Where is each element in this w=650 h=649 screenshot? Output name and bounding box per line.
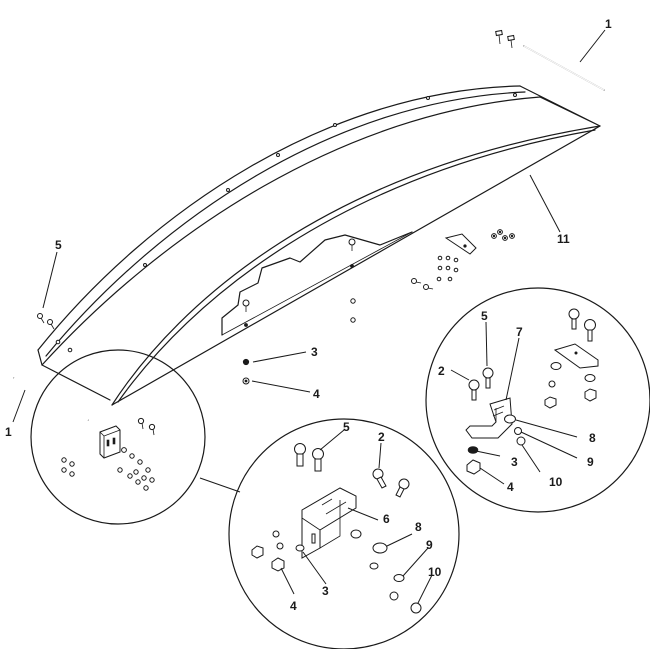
callout-3-bottom: 3: [322, 584, 329, 598]
callout-8-bottom: 8: [415, 520, 422, 534]
hole-icon: [350, 264, 354, 268]
washer-icon: [548, 380, 556, 388]
washer-icon: [276, 542, 284, 550]
washer-icon: [242, 358, 250, 366]
callout-11: 11: [557, 232, 570, 246]
rod-left: [13, 376, 89, 422]
rim-hole: [226, 188, 230, 192]
bolt-icon: [568, 308, 580, 330]
rim-hole: [426, 96, 430, 100]
callout-5-bottom: 5: [343, 420, 350, 434]
bolt-icon: [411, 278, 422, 284]
nut-icon: [251, 545, 264, 559]
rim-hole: [55, 339, 61, 345]
washer-icon: [295, 544, 305, 552]
fender-outer-edge: [37, 85, 521, 351]
callout-2-right: 2: [438, 364, 445, 378]
nut-icon: [350, 298, 356, 304]
bolt-icon: [468, 379, 480, 401]
screw-icon: [495, 29, 503, 45]
bolt-icon: [584, 319, 596, 342]
washer-icon: [369, 562, 379, 570]
bolt-icon: [395, 478, 410, 498]
nut-icon: [466, 459, 481, 475]
front-bracket: [444, 233, 477, 255]
hole-icon: [244, 323, 248, 327]
fender-inner-curve-2: [117, 129, 596, 403]
callout-5-left: 5: [55, 238, 62, 252]
nut-cluster: [436, 229, 515, 282]
washer-icon: [504, 414, 516, 424]
callout-6: 6: [383, 512, 390, 526]
fender-outer-edge-inner: [45, 91, 526, 357]
detail-circle-bottom: [228, 418, 460, 649]
fender-rear-cap: [37, 349, 111, 401]
bolt-icon: [312, 448, 324, 472]
rim-hole: [67, 347, 73, 353]
callout-4-right: 4: [507, 480, 514, 494]
screw-icon: [507, 34, 515, 49]
callout-4-main: 4: [313, 387, 320, 401]
callout-9-bottom: 9: [426, 538, 433, 552]
nut-icon: [271, 557, 285, 572]
lock-washer-icon: [410, 602, 422, 614]
washer-icon: [372, 542, 388, 554]
fender-rim: [41, 96, 541, 366]
bolt-icon: [242, 299, 250, 312]
detail-circle-left: [30, 349, 206, 525]
lock-washer-icon: [516, 436, 526, 446]
rod-top: [523, 45, 605, 91]
callout-9-right: 9: [587, 455, 594, 469]
washer-icon: [350, 529, 362, 539]
washer-icon: [393, 574, 405, 582]
callout-10-bottom: 10: [428, 565, 442, 579]
fender-bottom-edge: [111, 125, 601, 406]
callout-7: 7: [516, 325, 523, 339]
bracket-icon: [553, 343, 599, 369]
cutaway-edge: [221, 231, 413, 336]
rim-hole: [276, 153, 280, 157]
detail-circle-right: [425, 287, 650, 513]
nut-icon: [544, 396, 557, 409]
rim-hole: [143, 263, 147, 267]
rim-hole: [513, 93, 517, 97]
bolt-icon: [47, 319, 55, 330]
callout-10-right: 10: [549, 475, 563, 489]
bolt-icon: [482, 367, 494, 389]
cutaway-lower-line: [221, 231, 413, 336]
callout-5-right: 5: [481, 309, 488, 323]
bolt-icon: [37, 313, 45, 324]
washer-icon: [467, 446, 479, 454]
connector-line: [199, 477, 241, 493]
leader-lines: [12, 29, 606, 604]
callout-8-right: 8: [589, 431, 596, 445]
washer-icon: [584, 374, 596, 382]
fender-inner-curve: [111, 125, 601, 406]
callout-3-right: 3: [511, 455, 518, 469]
bolt-icon: [372, 468, 387, 489]
nut-icon: [350, 317, 356, 323]
bolt-icon: [348, 238, 356, 251]
callout-1-top: 1: [605, 17, 612, 31]
callouts: 1 1 11 5 3 4 5 7 2 8 3 9 4 10 5 2 6 8 9 …: [5, 17, 612, 613]
callout-4-bottom: 4: [290, 599, 297, 613]
nut-icon: [389, 591, 399, 601]
bolt-icon: [423, 284, 434, 290]
fender-assembly: [37, 85, 601, 406]
callout-1-left: 1: [5, 425, 12, 439]
washer-icon: [272, 530, 280, 538]
washer-icon: [514, 427, 522, 435]
nut-icon: [584, 388, 597, 402]
callout-2-bottom: 2: [378, 430, 385, 444]
fender-front-cap: [519, 85, 601, 127]
rim-hole: [333, 123, 337, 127]
callout-3-main: 3: [311, 345, 318, 359]
washer-icon: [550, 362, 562, 370]
bolt-icon: [294, 443, 306, 467]
